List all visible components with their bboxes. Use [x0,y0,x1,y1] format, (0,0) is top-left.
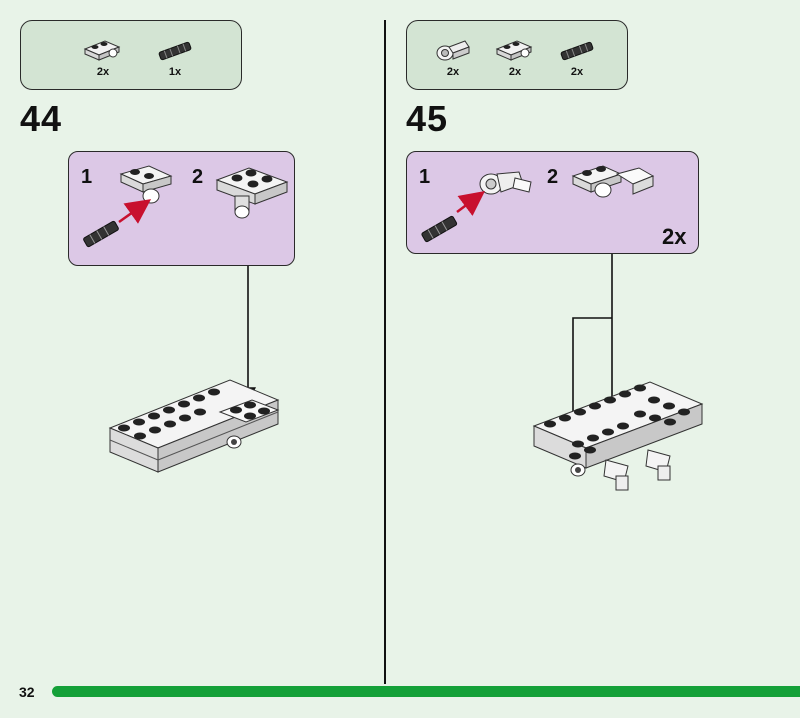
insert-arrow [456,191,485,216]
substep-illustration [83,165,289,248]
pin-connector-icon [479,171,532,195]
substep-callout-step-44: 1 2 [68,151,295,266]
parts-callout-step-44: 2x 1x [20,20,242,90]
substep-number: 1 [81,166,93,188]
part-quantity: 2x [508,66,522,78]
pin-connector-icon [436,40,470,61]
part-quantity: 2x [446,66,460,78]
part-item: 2x [491,35,539,79]
axle-pin-icon [83,220,119,248]
substep-callout-step-45: 1 2 2x [406,151,699,254]
plate-with-connector-icon [571,165,655,198]
part-item: 1x [151,35,199,79]
plate-1x2-with-pin-hole-icon [495,40,533,61]
substep-number: 2 [192,166,204,188]
plate-1x2-with-pin-hole-icon [83,40,121,61]
axle-pin-icon [421,215,458,243]
plate-1x2-with-pin-hole-icon [119,165,173,204]
page-divider [384,20,386,684]
part-item: 2x [429,35,477,79]
part-item: 2x [553,35,601,79]
plate-assembly-icon [215,167,289,219]
part-quantity: 2x [570,66,584,78]
part-quantity: 2x [96,66,110,78]
build-model-step-45 [532,254,704,491]
part-quantity: 1x [168,66,182,78]
stud-grid [118,388,220,440]
axle-pin-icon [560,41,594,61]
substep-illustration [421,165,655,243]
placement-arrow [565,317,612,444]
substep-number: 2 [547,166,559,188]
stud-grid [544,384,690,460]
progress-bar [52,686,800,697]
step-number: 45 [406,98,449,139]
part-item: 2x [79,35,127,79]
pin-connector-icon [603,449,671,491]
build-model-step-44 [108,266,280,473]
substep-number: 1 [419,166,431,188]
parts-callout-step-45: 2x 2x 2x [406,20,628,90]
substep-multiplier: 2x [662,224,687,249]
axle-pin-icon [158,41,192,61]
page-number: 32 [19,684,35,700]
step-number: 44 [20,98,63,139]
insert-arrow [118,199,152,224]
